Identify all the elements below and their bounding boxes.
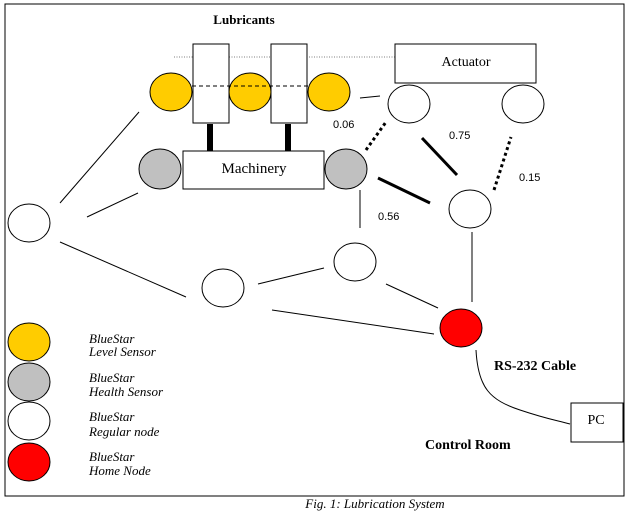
- weighted-links: [364, 121, 513, 205]
- lubricant-tank-2: [270, 43, 308, 124]
- legend-label: Home Node: [88, 463, 151, 478]
- diagram-frame: [4, 3, 625, 497]
- rs232-cable: [475, 349, 571, 425]
- level-sensor-node: [307, 72, 351, 112]
- link-center-to-home: [385, 283, 439, 309]
- tank-1-connector: [207, 124, 213, 151]
- link-level-to-actuator-node: [359, 95, 381, 99]
- legend-label: BlueStar: [89, 331, 135, 346]
- legend: BlueStar Level Sensor BlueStar Health Se…: [7, 322, 164, 482]
- legend-swatch: [7, 322, 51, 362]
- pc-label: PC: [587, 413, 604, 428]
- legend-label: Regular node: [88, 424, 160, 439]
- network-links: [59, 95, 571, 425]
- actuator-label: Actuator: [442, 55, 491, 70]
- link-bottom-to-home: [271, 309, 435, 335]
- machinery-label: Machinery: [222, 161, 287, 177]
- pc-box: [570, 402, 624, 443]
- regular-node: [7, 203, 51, 243]
- link-left-to-health: [86, 192, 139, 218]
- link-left-to-top: [59, 111, 140, 204]
- machinery-box: [182, 150, 325, 190]
- lubricants-title: Lubricants: [213, 12, 274, 27]
- lubricant-tank-1: [192, 43, 230, 124]
- tank-2-connector: [285, 124, 291, 151]
- level-sensor-node: [149, 72, 193, 112]
- link-bottom-to-center: [257, 267, 325, 285]
- health-sensor-node: [138, 148, 182, 190]
- link-weight-075: [420, 136, 459, 177]
- health-sensor-node: [324, 148, 368, 190]
- regular-node: [448, 189, 492, 229]
- legend-label: Level Sensor: [88, 344, 157, 359]
- link-weight-015: [492, 136, 513, 191]
- legend-swatch: [7, 442, 51, 482]
- regular-node: [387, 84, 431, 124]
- regular-node: [201, 268, 245, 308]
- weight-label-006: 0.06: [333, 119, 354, 131]
- level-sensor-node: [228, 72, 272, 112]
- weight-label-015: 0.15: [519, 172, 540, 184]
- link-weight-056: [377, 176, 431, 205]
- legend-label: BlueStar: [89, 409, 135, 424]
- legend-swatch: [7, 362, 51, 402]
- weight-label-075: 0.75: [449, 130, 470, 142]
- legend-label: Health Sensor: [88, 384, 164, 399]
- regular-node: [501, 84, 545, 124]
- weight-label-056: 0.56: [378, 211, 399, 223]
- legend-label: BlueStar: [89, 370, 135, 385]
- rs232-cable-label: RS-232 Cable: [494, 359, 576, 374]
- home-node: [439, 308, 483, 348]
- legend-swatch: [7, 401, 51, 441]
- regular-node: [333, 242, 377, 282]
- link-weight-006: [364, 121, 388, 151]
- figure-caption: Fig. 1: Lubrication System: [304, 496, 444, 511]
- control-room-label: Control Room: [425, 438, 511, 453]
- legend-label: BlueStar: [89, 449, 135, 464]
- link-left-to-bottom: [59, 241, 187, 298]
- actuator-box: [394, 43, 537, 84]
